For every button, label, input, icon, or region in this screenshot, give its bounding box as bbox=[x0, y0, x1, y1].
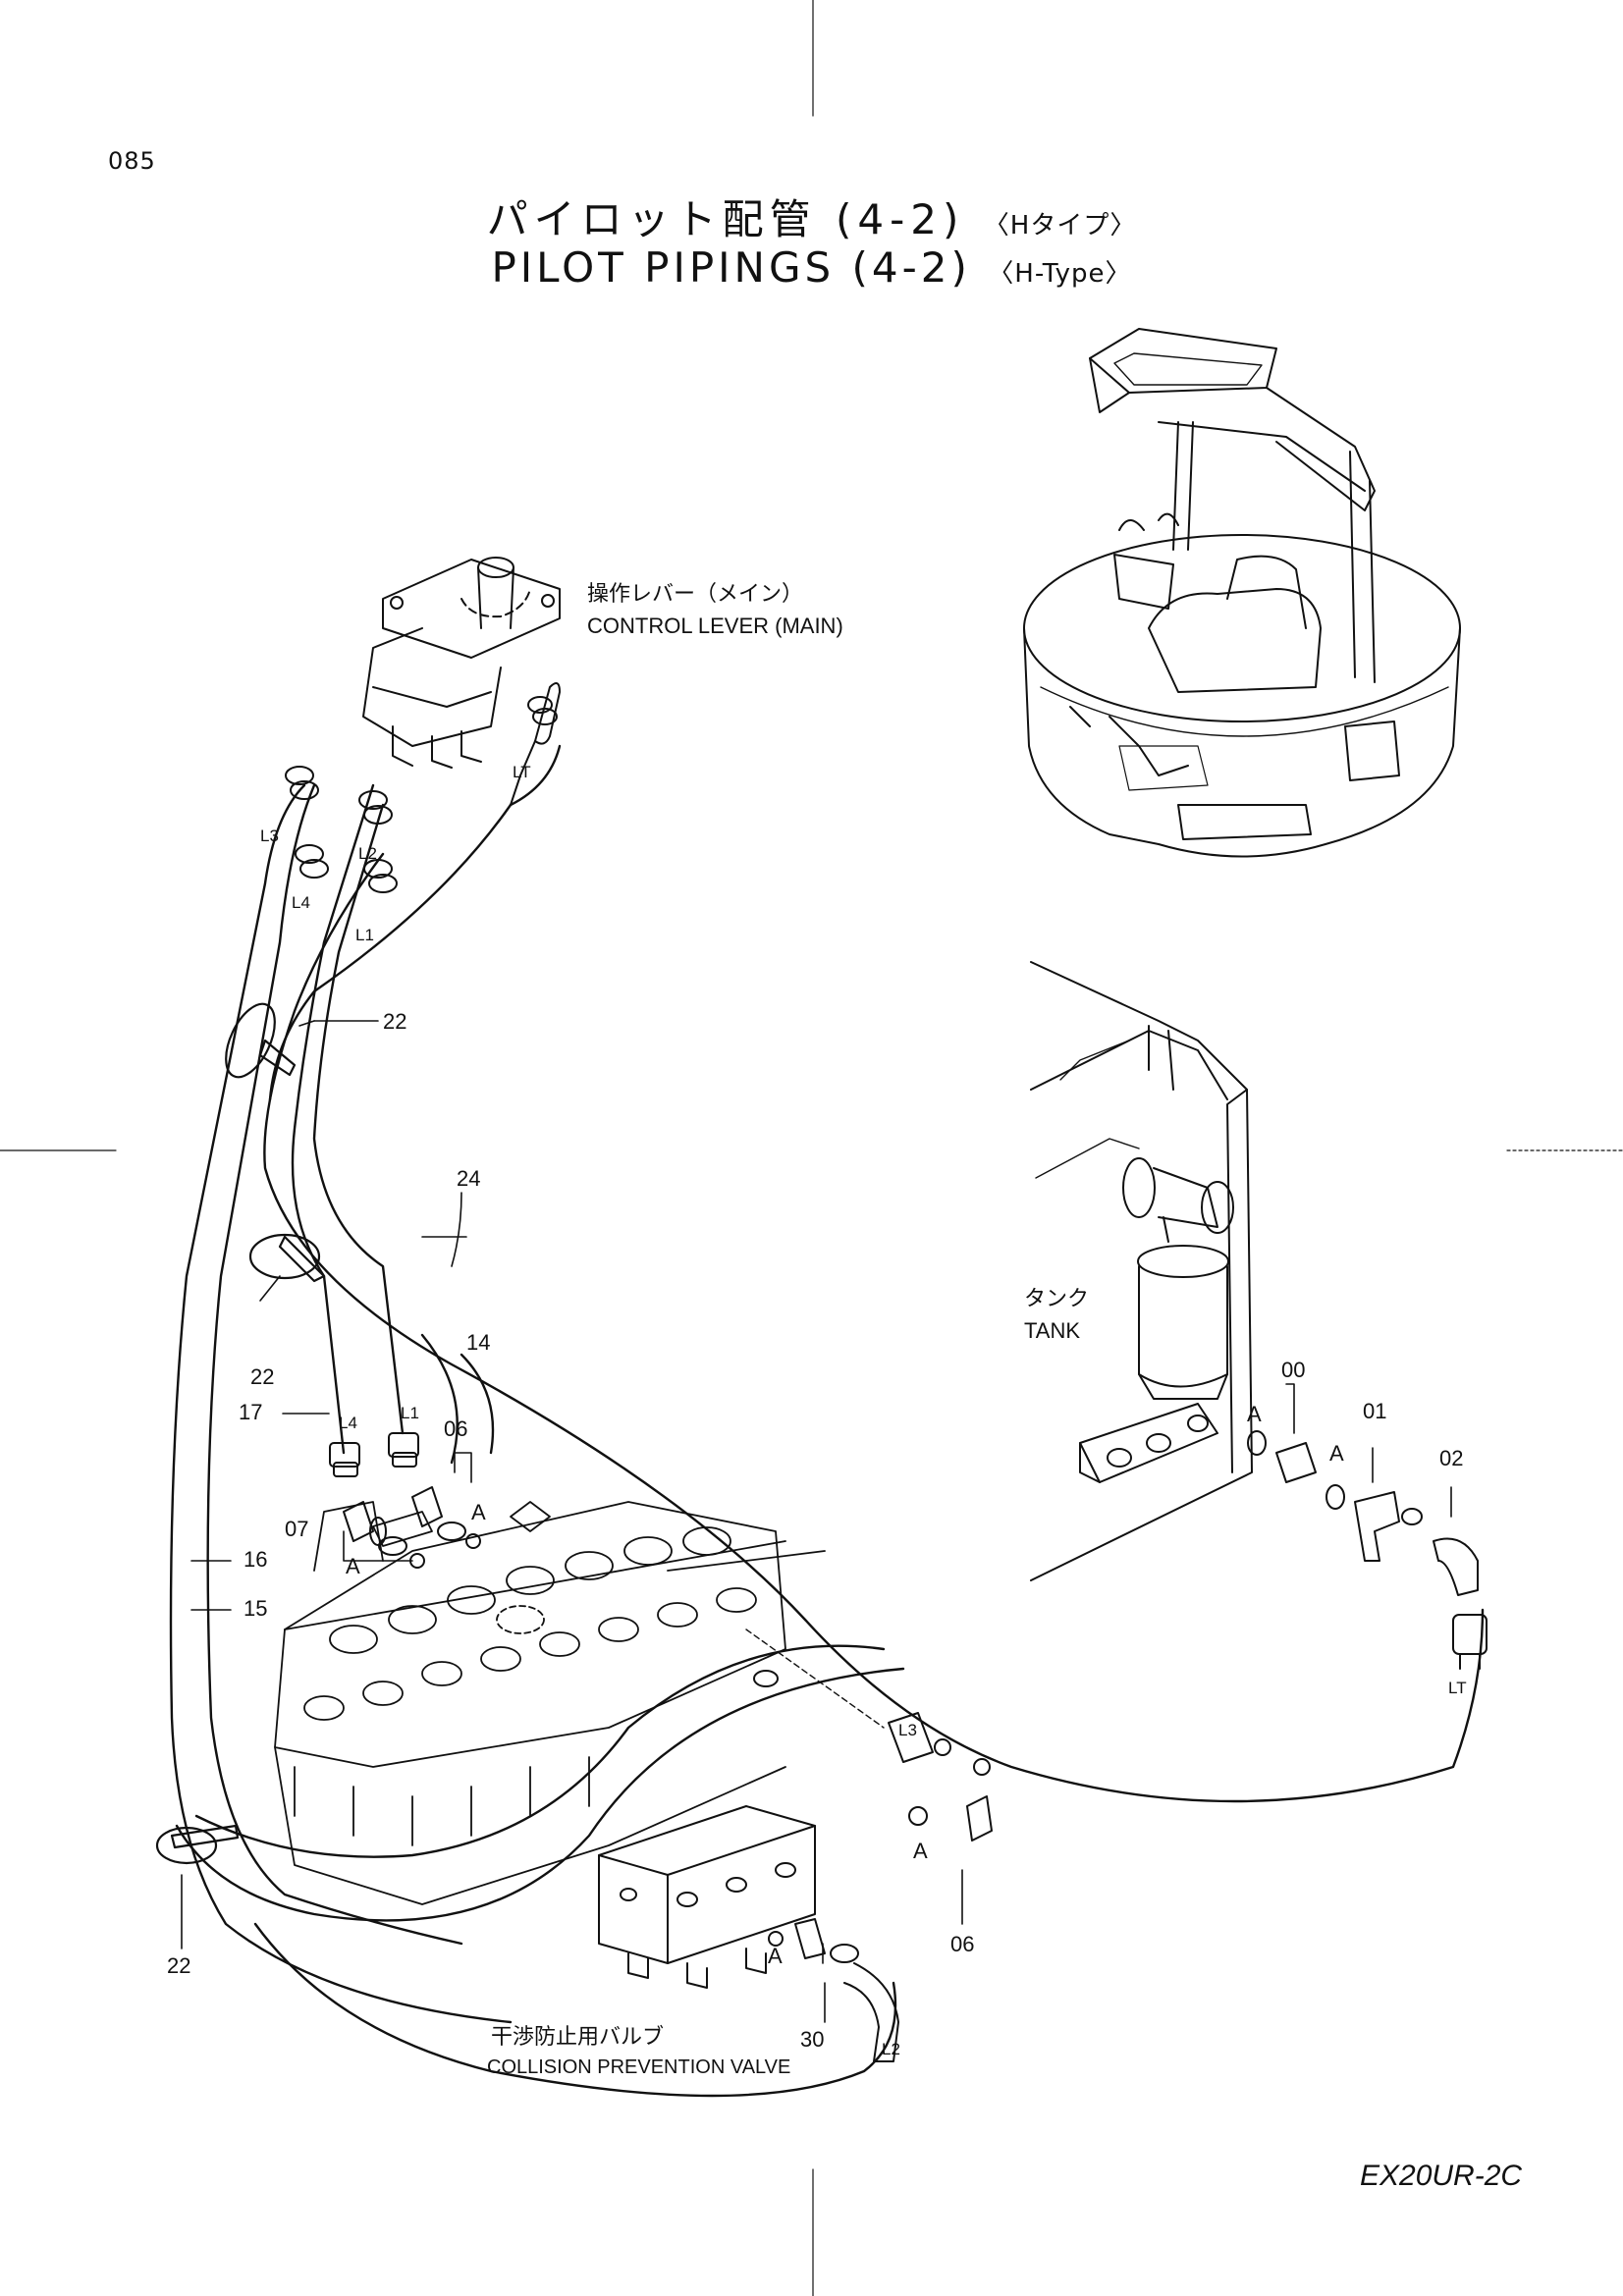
leader-lines bbox=[181, 1020, 1452, 2023]
section-marker-a-6: A bbox=[768, 1944, 783, 1968]
part-number-15: 15 bbox=[243, 1596, 267, 1621]
title-en-suffix: 〈H-Type〉 bbox=[988, 259, 1132, 289]
port-label-l3-lower: L3 bbox=[898, 1721, 917, 1739]
collision-valve-en-label: COLLISION PREVENTION VALVE bbox=[487, 2056, 790, 2078]
part-number-22-bottom: 22 bbox=[167, 1953, 190, 1978]
title-en-main: PILOT PIPINGS (4-2) bbox=[491, 243, 971, 292]
port-label-l4-upper: L4 bbox=[292, 893, 310, 912]
hose-clamps bbox=[155, 1002, 326, 1865]
port-label-l3-upper: L3 bbox=[260, 827, 279, 845]
part-number-06-upper: 06 bbox=[444, 1416, 467, 1441]
part-number-02: 02 bbox=[1439, 1446, 1463, 1470]
section-marker-a-3: A bbox=[1247, 1402, 1262, 1426]
title-jp-main: パイロット配管 (4-2) bbox=[486, 195, 965, 243]
part-number-22-top: 22 bbox=[383, 1009, 406, 1034]
control-lever-en-label: CONTROL LEVER (MAIN) bbox=[587, 614, 843, 638]
port-label-lt-upper: LT bbox=[513, 763, 531, 781]
port-label-l4-lower: L4 bbox=[339, 1414, 357, 1432]
port-label-lt-lower: LT bbox=[1448, 1679, 1467, 1697]
hose-fittings-upper bbox=[285, 696, 558, 893]
section-marker-a-1: A bbox=[471, 1500, 486, 1524]
part-number-00: 00 bbox=[1281, 1358, 1305, 1382]
control-valve-illustration bbox=[274, 1501, 885, 1905]
fittings-06-07 bbox=[343, 1486, 993, 1842]
part-number-07: 07 bbox=[285, 1517, 308, 1541]
collision-prevention-valve-illustration bbox=[598, 1805, 899, 2062]
tank-en-label: TANK bbox=[1024, 1318, 1080, 1343]
port-label-l2-upper: L2 bbox=[358, 844, 377, 863]
part-number-24: 24 bbox=[457, 1166, 480, 1191]
tank-jp-label: タンク bbox=[1024, 1287, 1089, 1311]
port-label-l1-upper: L1 bbox=[355, 926, 374, 944]
part-number-22-mid: 22 bbox=[250, 1364, 274, 1389]
control-lever-jp-label: 操作レバー（メイン） bbox=[587, 582, 803, 607]
section-marker-a-4: A bbox=[1329, 1441, 1344, 1466]
cab-canopy-illustration bbox=[1023, 328, 1461, 858]
hose-ends-lower bbox=[329, 1432, 419, 1477]
part-number-30: 30 bbox=[800, 2027, 824, 2052]
port-label-l1-lower: L1 bbox=[401, 1404, 419, 1422]
port-label-l2-lower: L2 bbox=[882, 2040, 900, 2058]
title-japanese: パイロット配管 (4-2) 〈Hタイプ〉 bbox=[0, 187, 1623, 246]
pilot-hose-bundle bbox=[169, 744, 1485, 2098]
model-code: EX20UR-2C bbox=[1360, 2160, 1523, 2192]
part-number-14: 14 bbox=[466, 1330, 490, 1355]
part-number-06-lower: 06 bbox=[950, 1932, 974, 1956]
hydraulic-tank-illustration bbox=[1030, 961, 1253, 1581]
page-number: 085 bbox=[108, 147, 156, 175]
part-number-01: 01 bbox=[1363, 1399, 1386, 1423]
control-lever-main-illustration bbox=[362, 557, 561, 806]
title-jp-suffix: 〈Hタイプ〉 bbox=[983, 211, 1137, 240]
section-marker-a-2: A bbox=[346, 1554, 360, 1578]
part-number-17: 17 bbox=[239, 1400, 262, 1424]
title-english: PILOT PIPINGS (4-2) 〈H-Type〉 bbox=[0, 243, 1623, 292]
tank-return-fittings bbox=[1247, 1430, 1488, 1670]
section-marker-a-5: A bbox=[913, 1839, 928, 1863]
collision-valve-jp-label: 干渉防止用バルブ bbox=[491, 2025, 664, 2050]
part-number-16: 16 bbox=[243, 1547, 267, 1572]
